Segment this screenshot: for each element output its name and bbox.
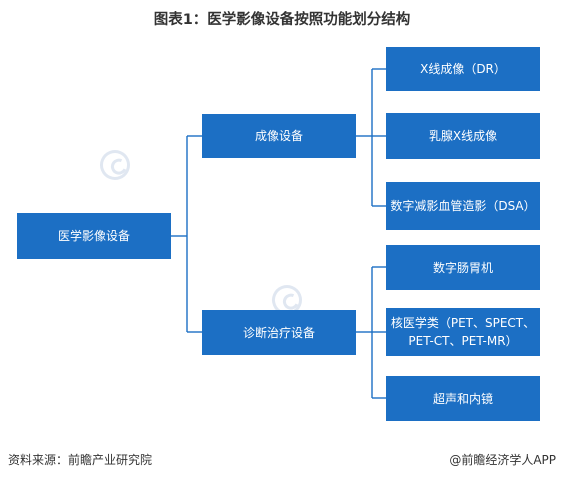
leaf-node-dr: X线成像（DR） <box>386 47 540 91</box>
leaf-node-ultrasound-endoscopy: 超声和内镜 <box>386 376 540 421</box>
branch-node-imaging: 成像设备 <box>202 114 356 158</box>
root-node-label: 医学影像设备 <box>57 229 130 243</box>
root-node: 医学影像设备 <box>17 213 171 259</box>
leaf-node-mammography: 乳腺X线成像 <box>386 113 540 159</box>
leaf-node-nuclear-medicine: 核医学类（PET、SPECT、 PET-CT、PET-MR） <box>386 308 540 356</box>
leaf-node-label: 乳腺X线成像 <box>428 129 498 143</box>
leaf-node-label-line-1: 核医学类（PET、SPECT、 <box>390 316 536 330</box>
leaf-node-label: 数字肠胃机 <box>432 260 493 275</box>
source-note: 资料来源：前瞻产业研究院 <box>8 453 153 467</box>
branch-node-diagnosis-treatment: 诊断治疗设备 <box>202 310 356 355</box>
leaf-node-label: 超声和内镜 <box>432 391 493 406</box>
leaf-node-label: 数字减影血管造影（DSA） <box>390 199 536 213</box>
leaf-node-label: X线成像（DR） <box>420 62 506 76</box>
leaf-node-gastrointestinal: 数字肠胃机 <box>386 245 540 290</box>
leaf-node-label-line-2: PET-CT、PET-MR） <box>408 334 518 348</box>
branch-node-label: 成像设备 <box>254 129 303 143</box>
copyright-note: @前瞻经济学人APP <box>449 453 556 467</box>
branch-node-label: 诊断治疗设备 <box>242 325 315 340</box>
figure-title: 图表1：医学影像设备按照功能划分结构 <box>153 12 411 28</box>
leaf-node-dsa: 数字减影血管造影（DSA） <box>386 182 540 230</box>
